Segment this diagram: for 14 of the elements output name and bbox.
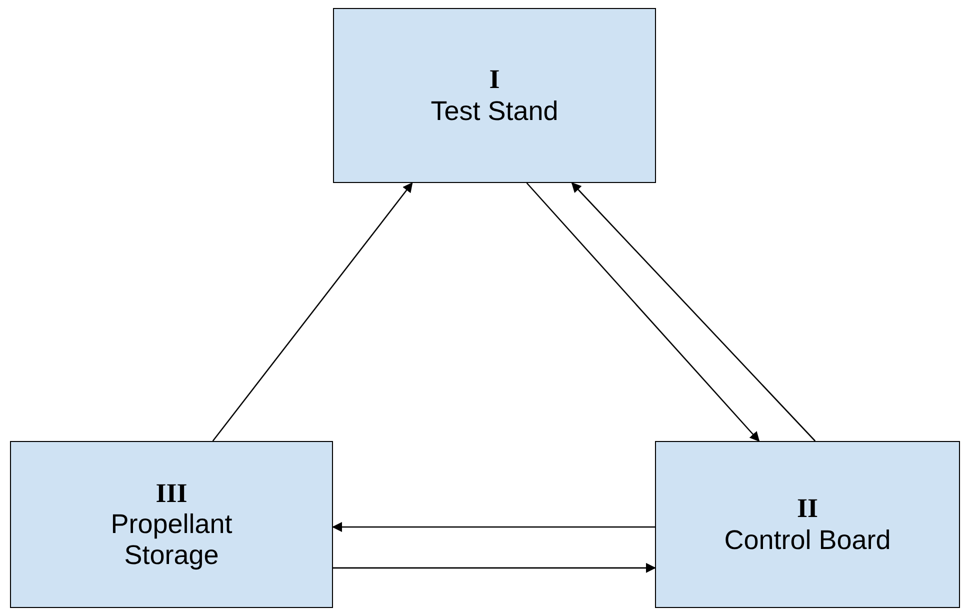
process-box — [333, 8, 656, 183]
arrow — [212, 182, 413, 442]
arrow — [526, 182, 760, 442]
box-label: Propellant Storage — [110, 508, 234, 572]
arrow — [333, 562, 656, 573]
box-label: Test Stand — [430, 96, 560, 127]
box-number: I — [489, 64, 500, 96]
box-number: III — [156, 478, 188, 509]
process-box — [10, 441, 333, 608]
arrow — [571, 182, 816, 442]
process-box — [655, 441, 960, 608]
arrow — [332, 522, 655, 532]
box-label: Control Board — [723, 524, 892, 556]
box-number: II — [796, 493, 818, 524]
